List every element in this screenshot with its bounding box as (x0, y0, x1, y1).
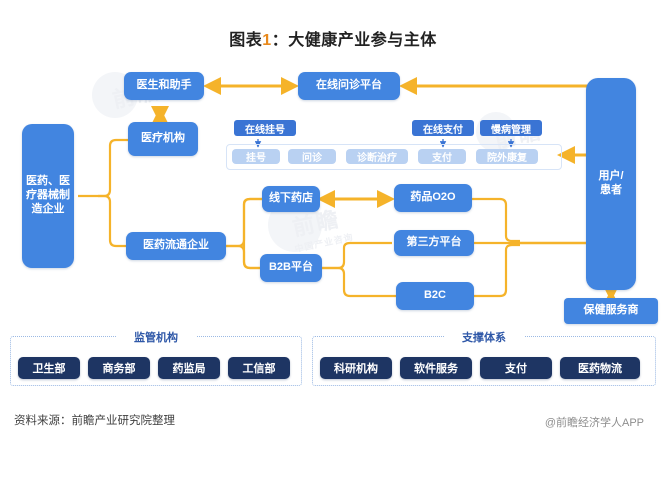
node-b2b-platform[interactable]: B2B平台 (260, 254, 322, 282)
support-software-service[interactable]: 软件服务 (400, 357, 472, 379)
step-post-hospital-rehab[interactable]: 院外康复 (476, 149, 538, 164)
regulator-health-ministry[interactable]: 卫生部 (18, 357, 80, 379)
support-pharma-logistics[interactable]: 医药物流 (560, 357, 640, 379)
panel-regulators-title: 监管机构 (116, 329, 196, 345)
regulator-miit[interactable]: 工信部 (228, 357, 290, 379)
node-b2c[interactable]: B2C (396, 282, 474, 310)
step-consultation[interactable]: 问诊 (288, 149, 336, 164)
step-registration[interactable]: 挂号 (232, 149, 280, 164)
patient-journey-frame (226, 144, 562, 170)
node-user-patient-line2: 患者 (600, 184, 622, 196)
node-health-service-provider[interactable]: 保健服务商 (564, 298, 658, 324)
watermark-sub-mid: 中国产业咨询 (293, 231, 355, 255)
support-payment[interactable]: 支付 (480, 357, 552, 379)
source-note: 资料来源：前瞻产业研究院整理 (14, 415, 175, 427)
tag-chronic-disease-management[interactable]: 慢病管理 (480, 120, 542, 136)
title-suffix: ：大健康产业参与主体 (271, 32, 437, 49)
node-manufacturer[interactable]: 医药、医疗器械制造企业 (22, 124, 74, 268)
step-diagnosis-treatment[interactable]: 诊断治疗 (346, 149, 408, 164)
node-medical-institution[interactable]: 医疗机构 (128, 122, 198, 156)
node-online-consult-platform[interactable]: 在线问诊平台 (298, 72, 400, 100)
attribution-note: @前瞻经济学人APP (544, 417, 644, 429)
page-title: 图表1：大健康产业参与主体 (0, 26, 666, 50)
node-third-party-platform[interactable]: 第三方平台 (394, 230, 474, 256)
step-payment[interactable]: 支付 (418, 149, 466, 164)
support-research-institution[interactable]: 科研机构 (320, 357, 392, 379)
panel-support-system-title: 支撑体系 (444, 329, 524, 345)
node-doctor-assistant[interactable]: 医生和助手 (124, 72, 204, 100)
title-number: 1 (262, 32, 272, 49)
regulator-commerce-ministry[interactable]: 商务部 (88, 357, 150, 379)
node-distribution-enterprise[interactable]: 医药流通企业 (126, 232, 226, 260)
node-offline-pharmacy[interactable]: 线下药店 (262, 186, 320, 212)
regulator-drug-administration[interactable]: 药监局 (158, 357, 220, 379)
tag-online-registration[interactable]: 在线挂号 (234, 120, 296, 136)
node-user-patient-line1: 用户/ (598, 170, 624, 183)
node-drug-o2o[interactable]: 药品O2O (394, 184, 472, 212)
node-user-patient[interactable]: 用户/ 患者 (586, 78, 636, 290)
title-prefix: 图表 (229, 32, 263, 49)
tag-online-payment[interactable]: 在线支付 (412, 120, 474, 136)
